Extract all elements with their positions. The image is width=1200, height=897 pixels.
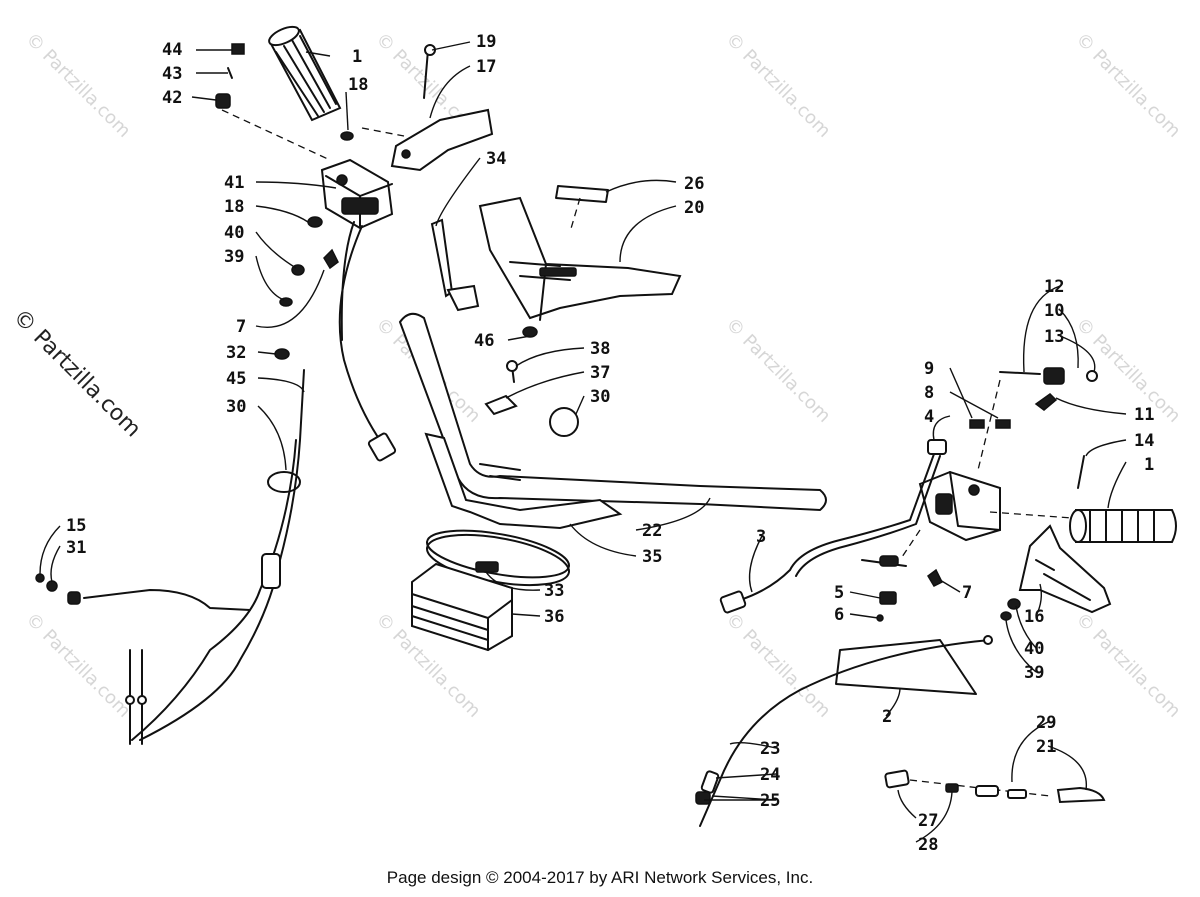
left-cable [338,221,397,462]
callout-21: 21 [1036,737,1056,757]
callout-36: 36 [544,607,564,627]
callout-20: 20 [684,198,704,218]
callout-31: 31 [66,538,86,558]
watermark: © Partzilla.com [721,314,834,427]
callout-38: 38 [590,339,610,359]
right-small-parts [884,769,1106,804]
handlebar-22 [398,312,827,512]
bracket-34 [430,218,480,312]
right-wiring [719,453,941,614]
right-switch-housing [918,439,1001,542]
callout-9: 9 [924,359,934,379]
callout-25: 25 [760,791,780,811]
callout-13: 13 [1044,327,1064,347]
left-throttle-housing [320,158,394,230]
callout-40-left: 40 [224,223,244,243]
callout-numbers: 44 43 42 1 18 19 17 34 26 20 41 18 40 39… [66,32,1154,855]
left-cable-assembly [35,348,305,745]
callout-14: 14 [1134,431,1154,451]
callout-22: 22 [642,521,662,541]
callout-17: 17 [476,57,496,77]
callout-16: 16 [1024,607,1044,627]
callout-46: 46 [474,331,494,351]
callout-27: 27 [918,811,938,831]
callout-7-right: 7 [962,583,972,603]
watermark: © Partzilla.com [21,29,134,142]
callout-7-left: 7 [236,317,246,337]
callout-2: 2 [882,707,892,727]
callout-15: 15 [66,516,86,536]
callout-42: 42 [162,88,182,108]
callout-3: 3 [756,527,766,547]
callout-19: 19 [476,32,496,52]
right-grip [1069,509,1177,543]
handlebar-exploded-view: © Partzilla.com © Partzilla.com © Partzi… [8,25,1185,855]
watermark: © Partzilla.com [721,29,834,142]
callout-40-right: 40 [1024,639,1044,659]
callout-37: 37 [590,363,610,383]
callout-39-right: 39 [1024,663,1044,683]
callout-5: 5 [834,583,844,603]
callout-18-top: 18 [348,75,368,95]
callout-44: 44 [162,40,182,60]
callout-24: 24 [760,765,780,785]
right-brake-lever [1018,524,1112,614]
callout-11: 11 [1134,405,1154,425]
callout-41: 41 [224,173,244,193]
callout-6: 6 [834,605,844,625]
callout-43: 43 [162,64,182,84]
callout-30-left: 30 [226,397,246,417]
left-grip [268,25,342,122]
copyright-footer: Page design © 2004-2017 by ARI Network S… [386,868,814,887]
callout-26: 26 [684,174,704,194]
callout-33: 33 [544,581,564,601]
callout-1-left: 1 [352,47,362,67]
callout-34: 34 [486,149,506,169]
callout-1-right: 1 [1144,455,1154,475]
callout-12: 12 [1044,277,1064,297]
handlebar-pad [478,185,682,338]
side-watermark: © Partzilla.com [8,305,146,443]
pad-block-36 [411,562,513,652]
callout-28: 28 [918,835,938,855]
watermark: © Partzilla.com [21,609,134,722]
hand-guard-left-mount [390,44,494,172]
callout-35: 35 [642,547,662,567]
callout-4: 4 [924,407,934,427]
clamp-parts-center [484,360,579,437]
callout-23: 23 [760,739,780,759]
watermark: © Partzilla.com [1071,314,1184,427]
callout-8: 8 [924,383,934,403]
callout-10: 10 [1044,301,1064,321]
right-hardware [876,367,1098,622]
watermark: © Partzilla.com [1071,609,1184,722]
callout-30-center: 30 [590,387,610,407]
watermark: © Partzilla.com [1071,29,1184,142]
callout-32: 32 [226,343,246,363]
callout-18-mid: 18 [224,197,244,217]
callout-29: 29 [1036,713,1056,733]
leader-lines [39,41,1127,843]
callout-39-left: 39 [224,247,244,267]
throttle-cable-23 [695,635,993,827]
callout-45: 45 [226,369,246,389]
riser-bracket-35 [424,432,623,530]
